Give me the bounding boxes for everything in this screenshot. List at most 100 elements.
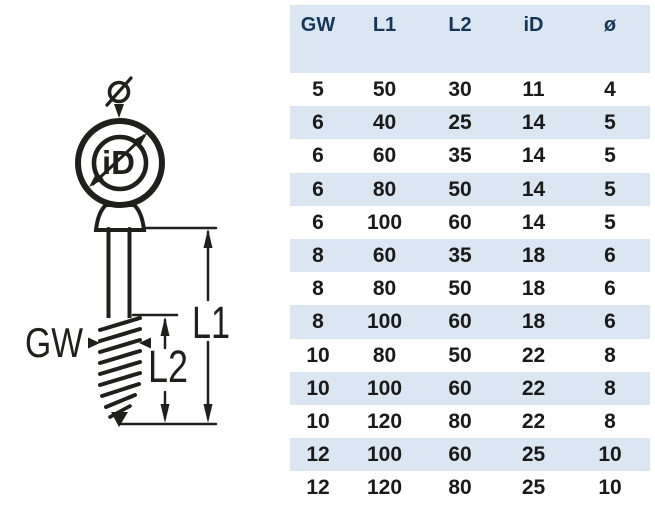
table-cell: 80 <box>448 410 472 434</box>
table-cell: 50 <box>423 172 497 206</box>
table-cell: 14 <box>497 172 570 206</box>
table-cell: 35 <box>448 144 472 168</box>
table-cell: 6 <box>570 239 650 273</box>
table-cell: 18 <box>521 277 546 301</box>
table-cell: 14 <box>521 144 546 168</box>
table-cell: 50 <box>448 277 472 301</box>
table-cell: 6 <box>570 305 650 339</box>
table-cell: 50 <box>372 78 397 101</box>
table-cell: 10 <box>306 410 330 434</box>
table-cell: 120 <box>366 476 403 500</box>
thread <box>98 316 142 427</box>
table-cell: 100 <box>346 371 423 406</box>
table-cell: 12 <box>306 476 330 500</box>
table-cell: 10 <box>290 371 346 406</box>
table-cell: 14 <box>497 106 570 140</box>
table-cell: 60 <box>423 371 497 406</box>
column-header-gw: GW <box>290 5 346 73</box>
table-cell: 6 <box>290 172 346 206</box>
inner-diameter-label: iD <box>102 144 135 181</box>
table-cell: 80 <box>372 343 397 367</box>
table-header-row: GW L1 L2 iD ø <box>290 5 650 73</box>
table-cell: 100 <box>346 438 423 472</box>
table-cell: 60 <box>346 239 423 273</box>
table-cell: 5 <box>570 106 650 140</box>
thread-tip <box>111 412 128 427</box>
table-cell: 22 <box>521 410 546 434</box>
table-cell: 80 <box>448 476 472 500</box>
collar <box>93 203 147 232</box>
column-header-l1: L1 <box>346 5 423 73</box>
table-cell: 8 <box>312 277 324 301</box>
gw-label: GW <box>25 319 83 366</box>
table-cell: 60 <box>448 210 472 234</box>
table-cell: 25 <box>423 106 497 140</box>
table-cell: 8 <box>290 305 346 339</box>
table-cell: 5 <box>604 144 616 168</box>
table-row: 6 100 60 14 5 <box>290 206 650 239</box>
table-row: 6 60 35 14 5 <box>290 139 650 172</box>
table-cell: 11 <box>522 78 545 101</box>
table-cell: 40 <box>346 106 423 140</box>
table-cell: 18 <box>497 239 570 273</box>
table-cell: 6 <box>290 106 346 140</box>
table-cell: 60 <box>423 305 497 339</box>
eye-ring-inner <box>91 134 149 192</box>
l1-dimension <box>118 226 218 426</box>
shank <box>106 227 132 322</box>
table-cell: 25 <box>521 476 546 500</box>
table-cell: 22 <box>497 371 570 406</box>
table-cell: 80 <box>346 172 423 206</box>
table-cell: 120 <box>366 410 403 434</box>
table-cell: 6 <box>312 144 324 168</box>
table-row: 12 120 80 25 10 <box>290 471 650 504</box>
inner-diameter-arrow-icon <box>89 133 147 187</box>
table-cell: 30 <box>448 78 472 101</box>
eye-bolt-diagram: iD <box>0 0 280 516</box>
table-cell: 100 <box>346 305 423 339</box>
table-cell: 6 <box>312 210 324 234</box>
column-header-diameter: ø <box>570 5 650 73</box>
table-cell: 5 <box>570 172 650 206</box>
table-cell: 25 <box>497 438 570 472</box>
table-cell: 8 <box>604 410 616 434</box>
table-cell: 8 <box>604 343 616 367</box>
table-cell: 8 <box>570 371 650 406</box>
table-row: 10 80 50 22 8 <box>290 339 650 372</box>
table-cell: 8 <box>290 239 346 273</box>
l1-label: L1 <box>192 297 230 348</box>
table-cell: 14 <box>521 210 546 234</box>
table-cell: 35 <box>423 239 497 273</box>
table-cell: 100 <box>366 210 403 234</box>
table-row: 5 50 30 11 4 <box>290 73 650 106</box>
table-cell: 10 <box>598 476 622 500</box>
table-cell: 10 <box>570 438 650 472</box>
table-cell: 10 <box>306 343 330 367</box>
column-header-l2: L2 <box>423 5 497 73</box>
table-cell: 18 <box>497 305 570 339</box>
table-cell: 5 <box>604 210 616 234</box>
table-cell: 50 <box>448 343 472 367</box>
table-cell: 5 <box>312 78 324 101</box>
table-cell: 6 <box>604 277 616 301</box>
table-cell: 22 <box>521 343 546 367</box>
diameter-symbol <box>105 76 133 107</box>
table-cell: 60 <box>423 438 497 472</box>
diameter-arrow-icon <box>114 104 124 118</box>
table-cell: 4 <box>604 78 616 101</box>
column-header-id: iD <box>497 5 570 73</box>
table-cell: 80 <box>372 277 397 301</box>
table-cell: 60 <box>372 144 397 168</box>
table-row: 8 80 50 18 6 <box>290 272 650 305</box>
table-row: 10 120 80 22 8 <box>290 405 650 438</box>
l2-dimension <box>131 313 179 423</box>
table-cell: 12 <box>290 438 346 472</box>
